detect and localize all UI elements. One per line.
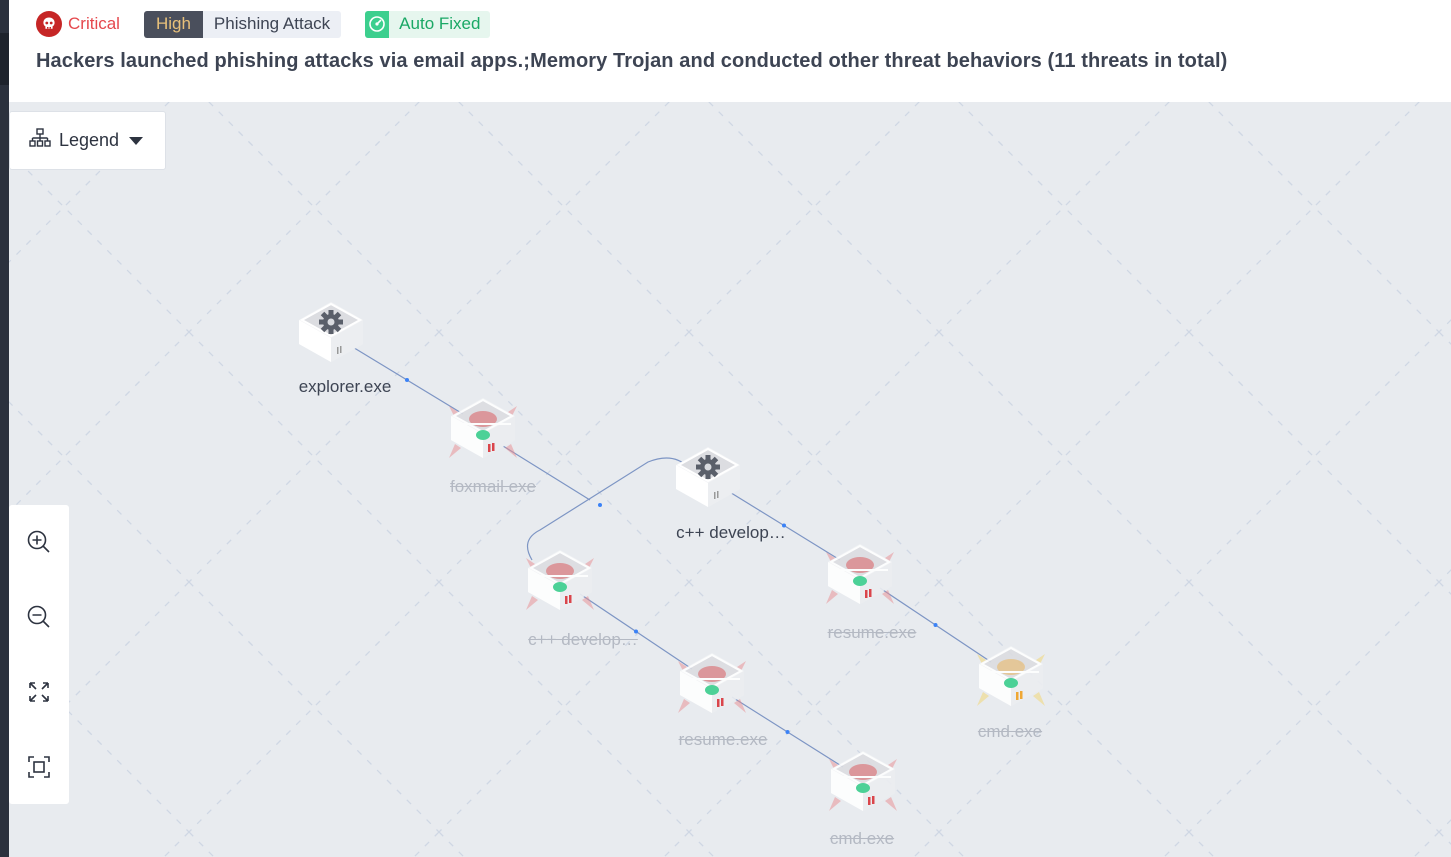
threat-box-icon — [829, 751, 897, 811]
zoom-out-button[interactable] — [23, 601, 55, 633]
zoom-in-button[interactable] — [23, 526, 55, 558]
threat-box-icon — [977, 646, 1045, 706]
graph-canvas[interactable] — [9, 102, 1451, 857]
threat-node[interactable] — [820, 538, 900, 618]
node-label[interactable]: cmd.exe — [829, 829, 895, 848]
threat-title: Hackers launched phishing attacks via em… — [36, 50, 1228, 72]
threat-node[interactable] — [971, 640, 1051, 720]
threat-box-icon — [449, 398, 517, 458]
zoom-out-icon — [27, 605, 50, 628]
expand-arrows-icon — [29, 682, 49, 702]
level-tag: High — [143, 10, 203, 38]
hierarchy-icon — [29, 128, 51, 153]
status-badge: Auto Fixed — [365, 10, 491, 38]
node-label[interactable]: explorer.exe — [298, 377, 392, 396]
side-strip — [0, 0, 9, 857]
threat-header: Critical High Phishing Attack Auto Fixed… — [9, 0, 1451, 102]
node-label[interactable]: foxmail.exe — [450, 477, 536, 496]
zoom-in-icon — [27, 530, 50, 553]
threat-box-icon — [526, 550, 594, 610]
zoom-toolbar — [9, 505, 69, 804]
attack-type-tag: Phishing Attack — [202, 10, 342, 38]
threat-node[interactable] — [443, 392, 523, 472]
gear-process-icon — [676, 447, 740, 507]
threat-box-icon — [678, 653, 746, 713]
legend-dropdown[interactable]: Legend — [9, 111, 166, 170]
node-label[interactable]: c++ develop… — [528, 630, 638, 649]
severity-badge: Critical — [36, 11, 120, 37]
threat-node[interactable] — [520, 544, 600, 624]
threat-box-icon — [826, 544, 894, 604]
process-node[interactable] — [291, 296, 371, 376]
focus-frame-icon — [28, 756, 50, 778]
node-label[interactable]: c++ develop… — [676, 523, 786, 542]
gear-process-icon — [299, 302, 363, 362]
skull-icon — [36, 11, 62, 37]
process-node[interactable] — [668, 441, 748, 521]
severity-label: Critical — [68, 14, 120, 33]
threat-node[interactable] — [823, 745, 903, 825]
node-label[interactable]: resume.exe — [678, 730, 768, 749]
node-label[interactable]: cmd.exe — [977, 722, 1043, 741]
status-label: Auto Fixed — [399, 14, 481, 33]
radar-icon — [365, 10, 390, 38]
center-view-button[interactable] — [23, 751, 55, 783]
legend-label: Legend — [59, 130, 120, 150]
caret-down-icon — [129, 136, 144, 145]
fit-view-button[interactable] — [23, 676, 55, 708]
threat-node[interactable] — [672, 647, 752, 727]
node-label[interactable]: resume.exe — [827, 623, 917, 642]
